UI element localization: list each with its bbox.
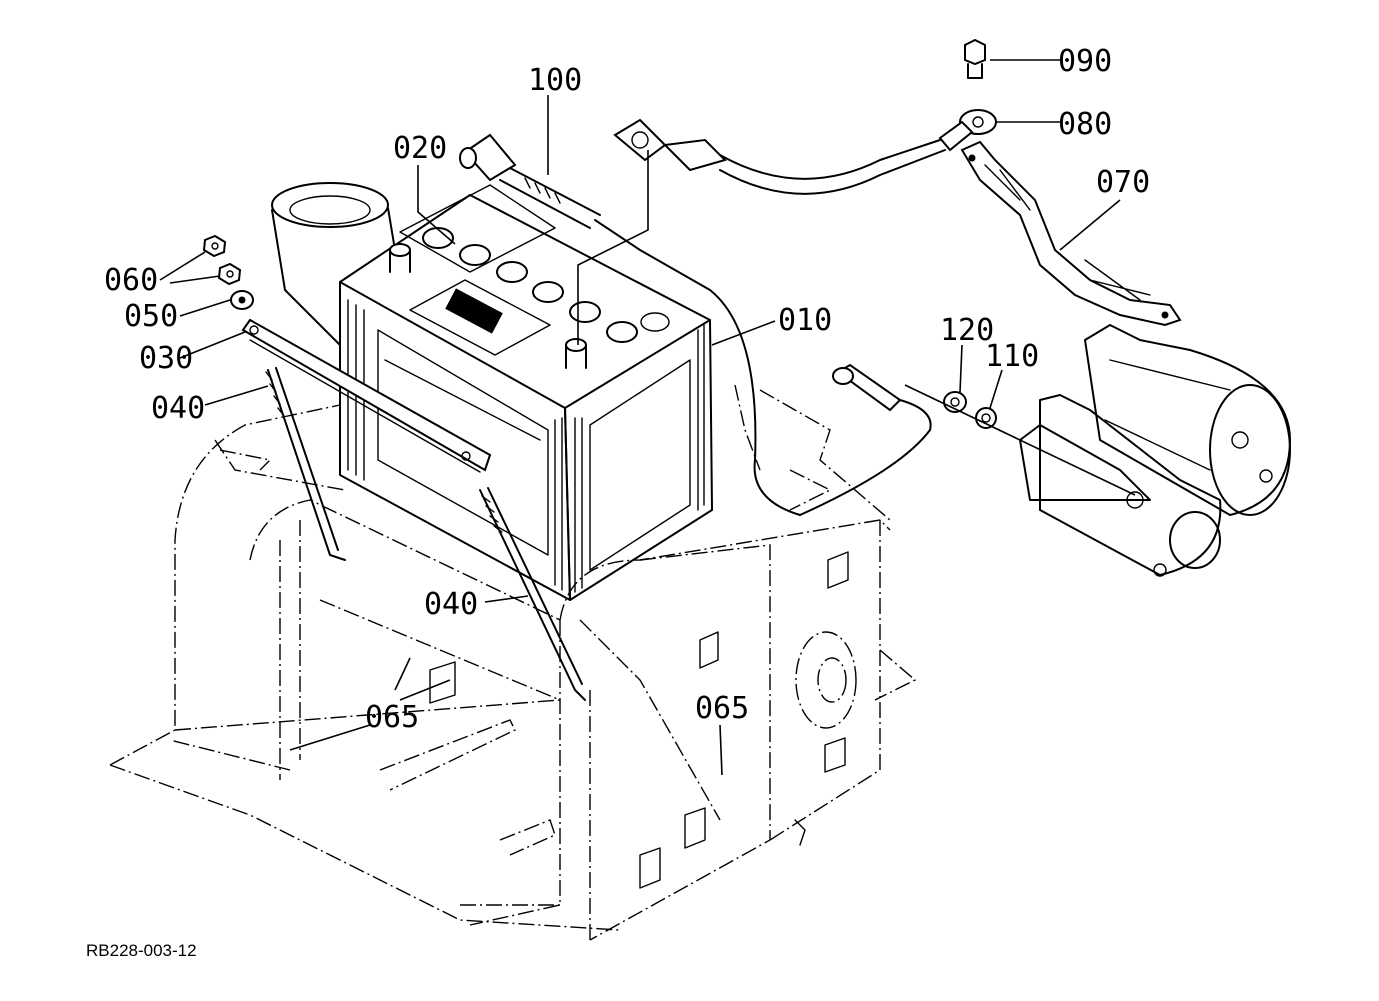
negative-cable (577, 118, 946, 345)
terminal-washers (904, 384, 1136, 496)
callout-020: 020 (393, 131, 447, 166)
callout-110: 110 (985, 339, 1039, 374)
callout-060: 060 (104, 263, 158, 298)
callout-065-right: 065 (695, 691, 749, 726)
nuts-and-washer (202, 234, 254, 310)
drawing-reference-code: RB228-003-12 (86, 941, 197, 960)
callout-065-left: 065 (365, 700, 419, 735)
callout-040-center: 040 (424, 587, 478, 622)
positive-cable (459, 133, 932, 516)
intake-pipe (271, 182, 396, 346)
hold-down-rods (265, 367, 586, 701)
callout-080: 080 (1058, 107, 1112, 142)
callout-labels: 100 020 010 060 050 030 040 040 065 065 … (86, 44, 1150, 960)
callout-030: 030 (139, 341, 193, 376)
callout-050: 050 (124, 299, 178, 334)
callout-040-left: 040 (151, 391, 205, 426)
ground-strap (938, 38, 1182, 327)
battery-hold-down-bar (241, 318, 492, 473)
callout-090: 090 (1058, 44, 1112, 79)
battery (339, 184, 713, 601)
frame-phantom-outline (109, 384, 917, 941)
callout-010: 010 (778, 303, 832, 338)
callout-120: 120 (940, 313, 994, 348)
callout-070: 070 (1096, 165, 1150, 200)
starter-motor (1019, 324, 1291, 577)
callout-leader-lines (159, 59, 1121, 776)
callout-100: 100 (528, 63, 582, 98)
